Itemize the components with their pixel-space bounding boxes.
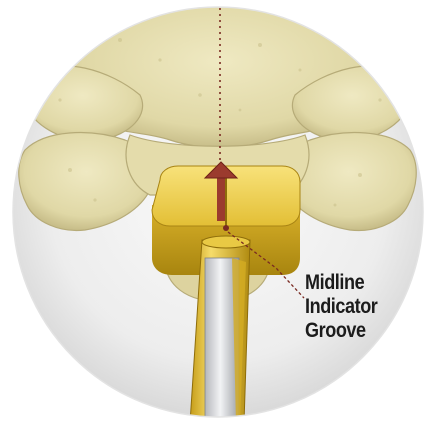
- callout-line-3: Groove: [305, 319, 377, 343]
- callout-line-1: Midline: [305, 271, 377, 295]
- midline-indicator-groove-label: Midline Indicator Groove: [305, 271, 377, 343]
- callout-line-2: Indicator: [305, 295, 377, 319]
